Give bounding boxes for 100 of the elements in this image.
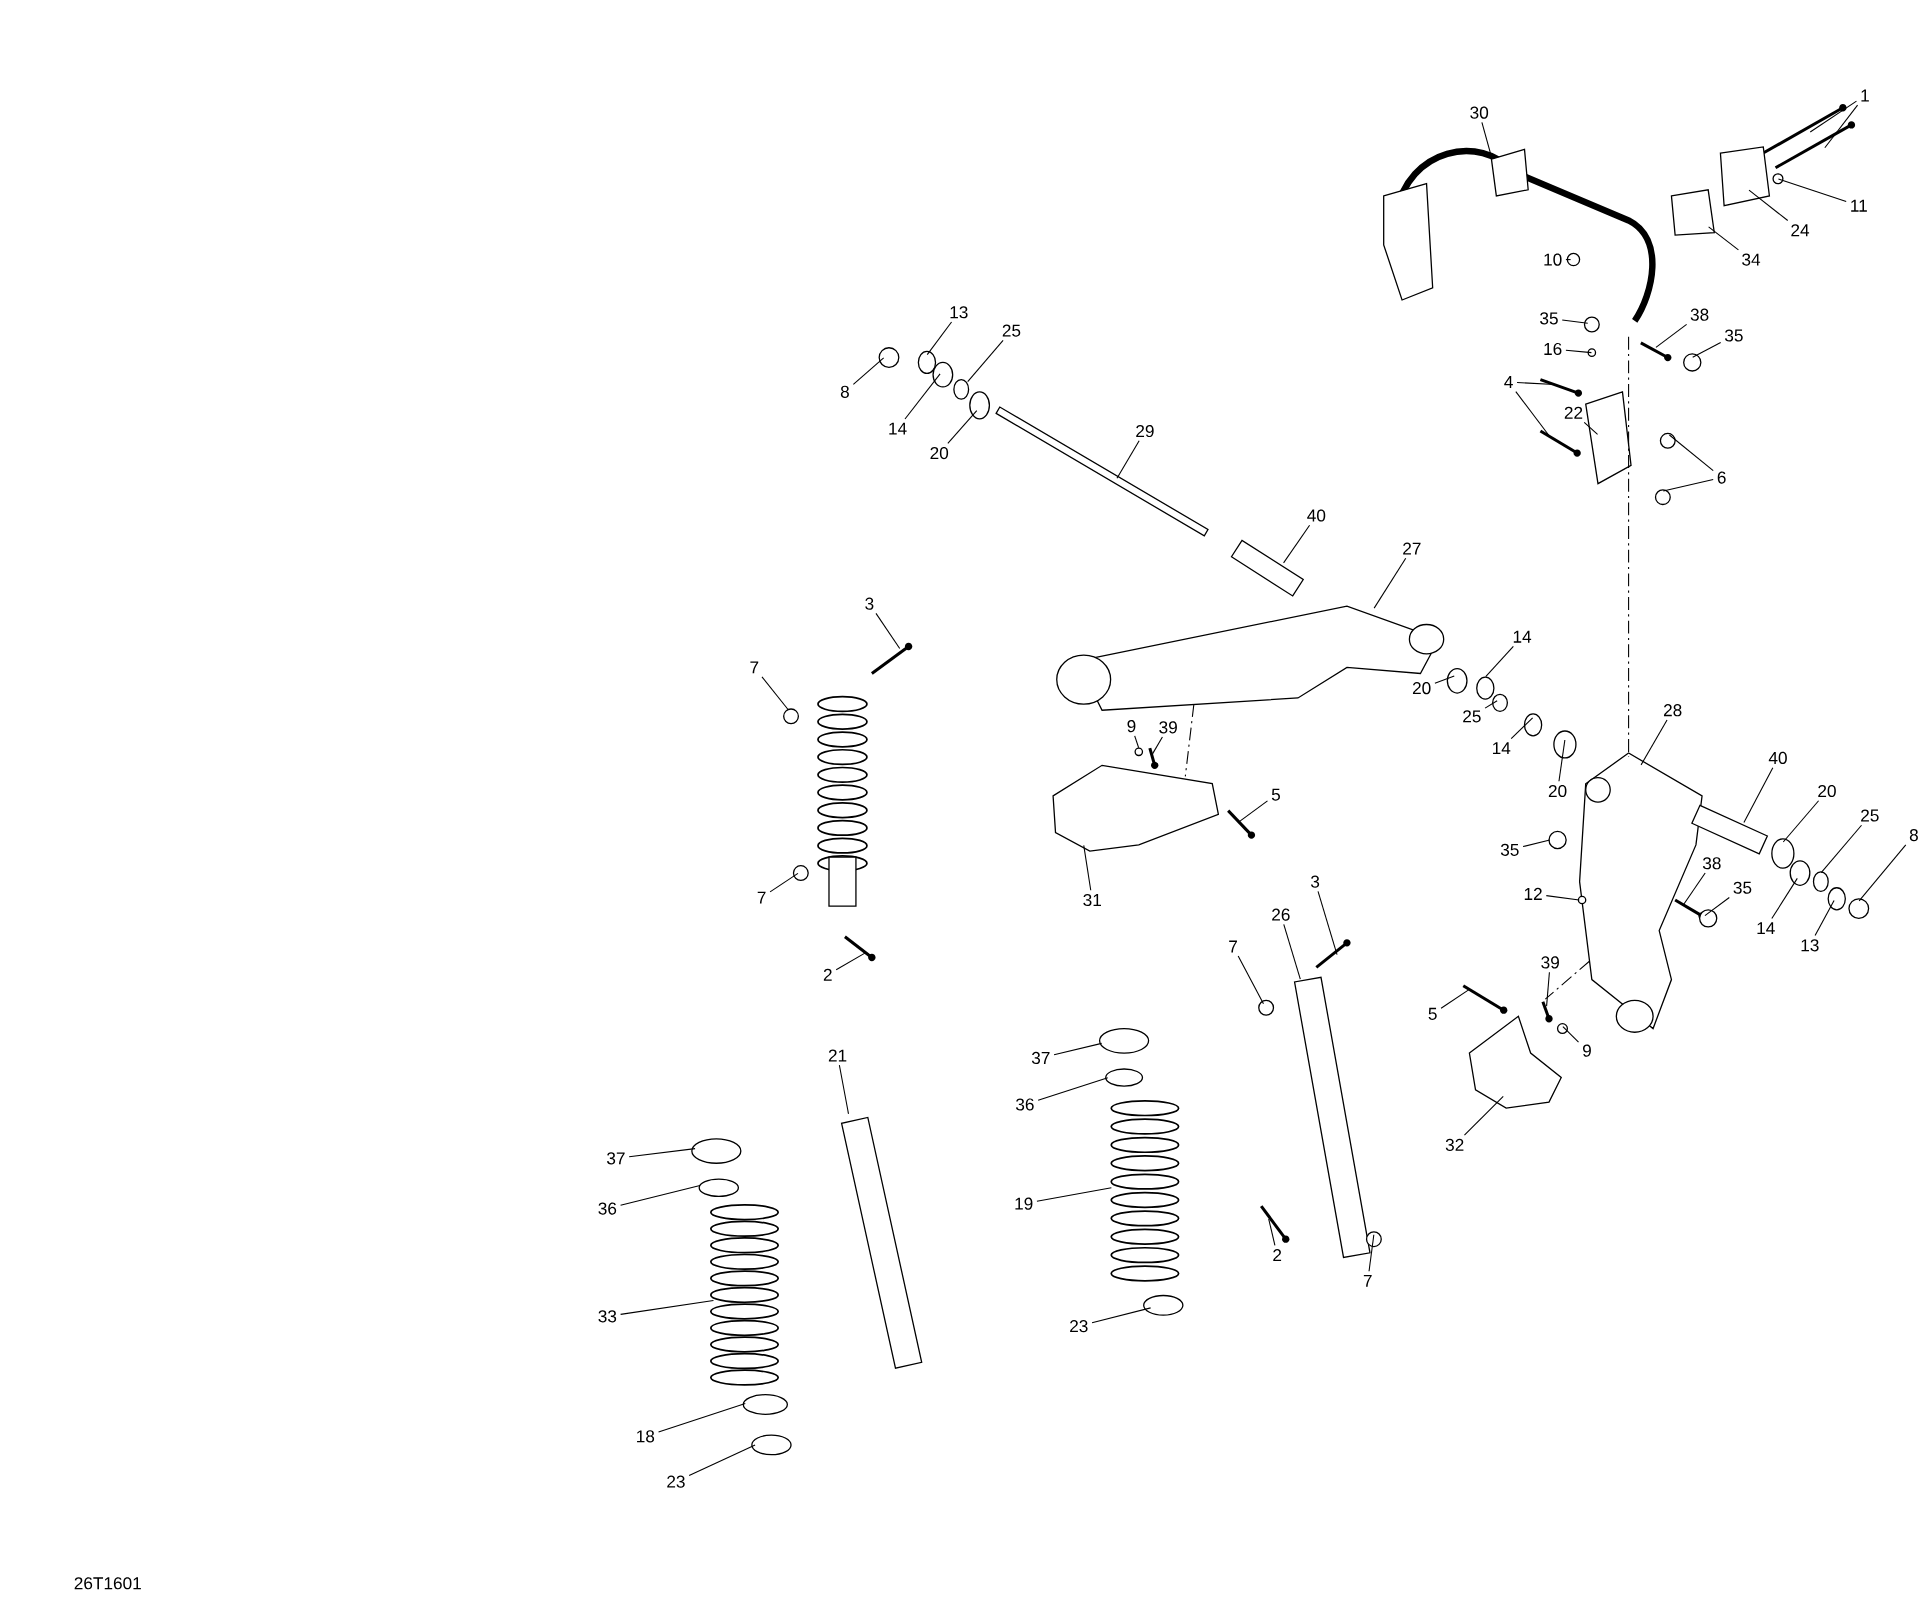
leader-line <box>688 1444 756 1476</box>
washer <box>1587 348 1597 357</box>
callout-number: 38 <box>1702 857 1721 870</box>
spring-seat <box>698 1178 740 1197</box>
leader-line <box>875 612 901 649</box>
callout-number: 35 <box>1733 881 1752 894</box>
callout-number: 6 <box>1717 471 1726 484</box>
callout-number: 24 <box>1791 224 1810 236</box>
washer <box>1258 999 1275 1016</box>
leader-line <box>628 1147 696 1158</box>
callout-number: 7 <box>757 891 766 904</box>
spring-seat <box>1105 1068 1144 1087</box>
callout-number: 2 <box>1273 1248 1282 1261</box>
center-line <box>1184 703 1195 777</box>
plate <box>1585 390 1632 485</box>
center-line <box>1628 336 1630 758</box>
leader-line <box>1037 1076 1109 1101</box>
callout-number: 39 <box>1541 956 1559 969</box>
callout-number: 22 <box>1564 406 1583 419</box>
callout-number: 19 <box>1015 1197 1033 1210</box>
washer <box>1772 173 1784 185</box>
bolt <box>1462 984 1508 1014</box>
callout-number: 20 <box>1548 784 1567 797</box>
callout-number: 25 <box>1463 710 1481 723</box>
control-arm <box>1056 605 1445 711</box>
callout-number: 38 <box>1690 308 1709 321</box>
clamp <box>1719 146 1771 207</box>
leader-line <box>1814 899 1835 936</box>
washer <box>1446 667 1468 694</box>
callout-number: 9 <box>1127 719 1136 733</box>
bolt <box>1227 809 1256 839</box>
leader-line <box>761 676 789 711</box>
washer <box>1771 837 1795 869</box>
callout-number: 37 <box>1031 1051 1050 1064</box>
callout-number: 31 <box>1083 893 1101 906</box>
washer <box>1523 713 1543 737</box>
callout-number: 3 <box>865 597 874 610</box>
leader-line <box>1561 319 1589 324</box>
callout-number: 13 <box>950 305 968 319</box>
leader-line <box>1116 440 1140 479</box>
leader-line <box>1743 767 1774 823</box>
washer <box>1134 747 1144 756</box>
washer <box>1583 316 1600 333</box>
washer <box>1476 676 1495 700</box>
leader-line <box>1655 323 1688 348</box>
callout-number: 30 <box>1470 106 1489 119</box>
callout-number: 16 <box>1544 342 1562 355</box>
callout-number: 14 <box>1493 742 1511 754</box>
leader-line <box>852 357 885 385</box>
figure-code: 26T1601 <box>74 1577 141 1590</box>
bolt <box>1260 1205 1290 1243</box>
leader-line <box>769 872 799 893</box>
callout-number: 40 <box>1768 751 1787 764</box>
leader-line <box>1782 800 1820 843</box>
callout-number: 40 <box>1307 509 1326 522</box>
washer <box>917 350 937 374</box>
leader-line <box>1562 1025 1580 1043</box>
washer <box>783 708 800 725</box>
bushing <box>1670 188 1716 236</box>
leader-line <box>1748 189 1789 221</box>
bolt <box>870 642 913 675</box>
leader-line <box>1134 735 1140 749</box>
leader-line <box>835 952 866 971</box>
leader-line <box>1704 896 1730 916</box>
bolt <box>1539 378 1583 397</box>
spring-clip <box>751 1434 792 1456</box>
washer <box>1698 908 1718 928</box>
callout-number: 20 <box>1412 681 1431 695</box>
leader-line <box>1151 736 1163 755</box>
washer <box>1812 871 1829 892</box>
leader-line <box>620 1299 714 1315</box>
spring-seat <box>1098 1027 1150 1054</box>
shock-absorber <box>1293 976 1371 1258</box>
leader-line <box>1036 1187 1112 1202</box>
washer <box>1827 886 1846 911</box>
callout-number: 5 <box>1271 788 1280 801</box>
bolt <box>1774 121 1856 169</box>
leader-line <box>1708 226 1739 251</box>
callout-number: 8 <box>1909 828 1918 841</box>
leader-line <box>1771 877 1798 919</box>
callout-number: 9 <box>1583 1044 1591 1057</box>
leader-line <box>1668 434 1714 472</box>
washer <box>1659 432 1676 449</box>
callout-number: 13 <box>1801 939 1819 952</box>
leader-line <box>1484 699 1498 709</box>
leader-line <box>904 373 941 420</box>
callout-number: 33 <box>598 1310 617 1323</box>
callout-number: 26 <box>1272 908 1290 921</box>
washer <box>1553 730 1577 759</box>
stabilizer-bar <box>1383 147 1656 323</box>
leader-line <box>1640 719 1668 766</box>
callout-number: 18 <box>637 1430 655 1443</box>
callout-number: 37 <box>607 1152 625 1165</box>
callout-number: 35 <box>1540 312 1558 325</box>
callout-number: 2 <box>823 968 832 981</box>
coil-spring <box>1110 1099 1180 1282</box>
leader-line <box>1510 717 1534 739</box>
bolt <box>844 935 876 962</box>
callout-number: 7 <box>1229 940 1237 953</box>
callout-number: 4 <box>1504 375 1513 388</box>
